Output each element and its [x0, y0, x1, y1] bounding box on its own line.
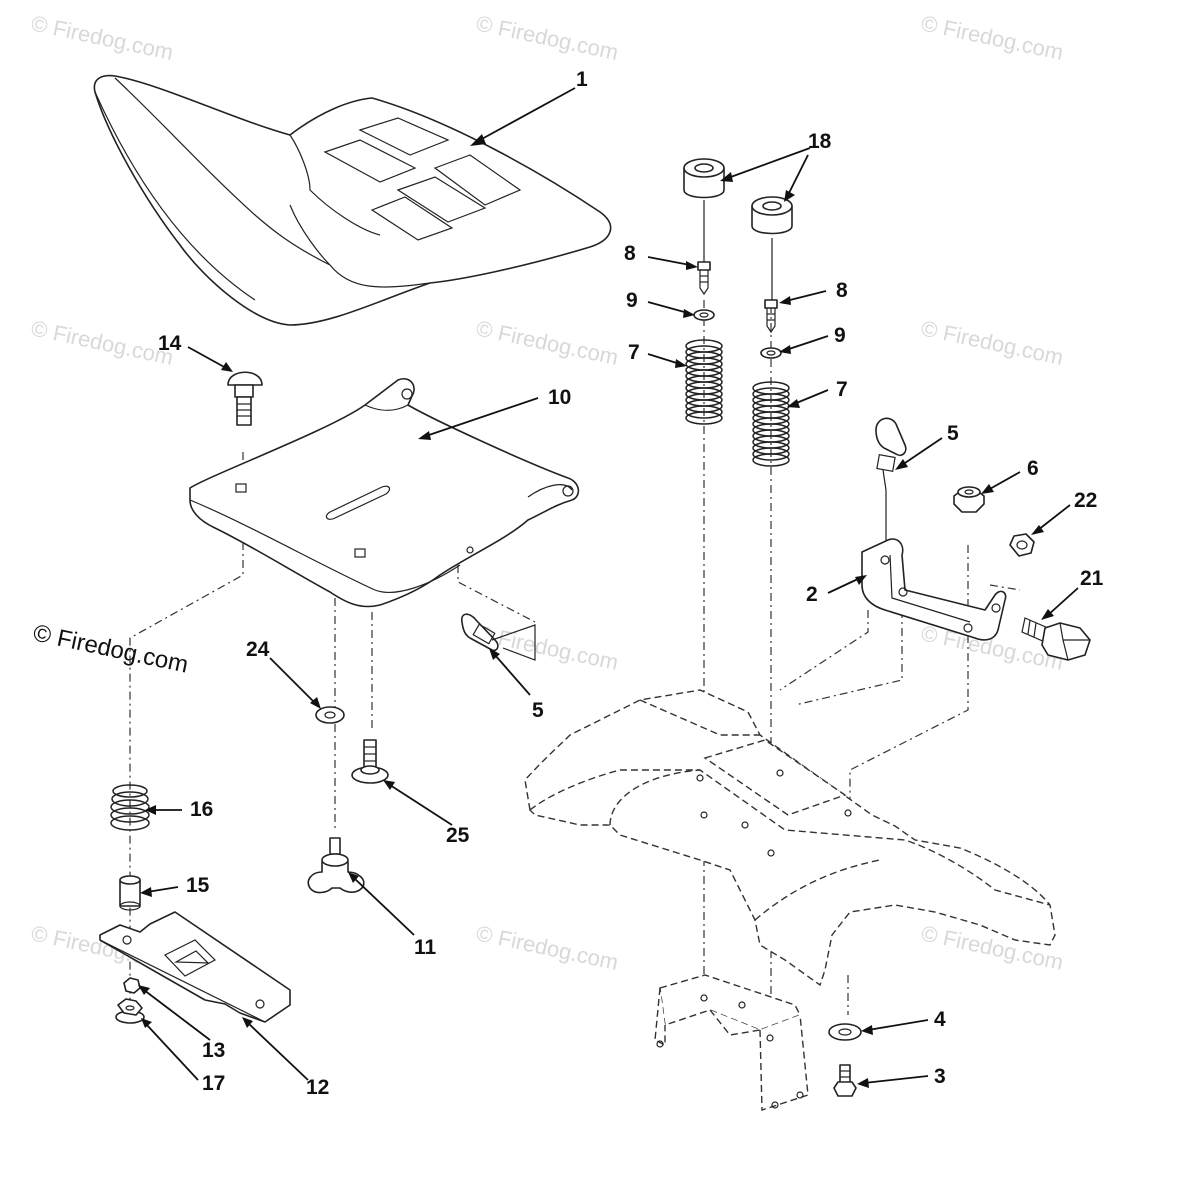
carriage-bolt-part: [227, 371, 263, 426]
callout-17: 17: [202, 1072, 225, 1095]
nut-part-17: [115, 998, 145, 1024]
callout-7: 7: [836, 378, 848, 401]
callout-5: 5: [947, 422, 959, 445]
callout-2: 2: [806, 583, 818, 606]
callout-9: 9: [626, 289, 638, 312]
fender-frame: [524, 689, 1056, 987]
flat-washer-part: [315, 706, 345, 724]
callout-10: 10: [548, 386, 571, 409]
adjustment-plate-part: [99, 911, 291, 1023]
washer-part-4: [828, 1023, 862, 1041]
clip-part-left: [460, 613, 536, 661]
watermark: © Firedog.com: [474, 315, 621, 370]
bumper-part-right: [751, 196, 793, 235]
under-frame-bracket: [654, 974, 809, 1111]
shoulder-bolt-part: [351, 739, 389, 784]
watermark-main: © Firedog.com: [31, 619, 191, 678]
callout-12: 12: [306, 1076, 329, 1099]
leader-lines: [138, 87, 1079, 1088]
watermark: © Firedog.com: [29, 10, 176, 65]
callout-4: 4: [934, 1008, 946, 1031]
callout-11: 11: [414, 936, 437, 959]
knob-part: [307, 837, 365, 894]
callout-7: 7: [628, 341, 640, 364]
watermark: © Firedog.com: [919, 315, 1066, 370]
watermark: © Firedog.com: [919, 10, 1066, 65]
seat-pan-part: [189, 378, 580, 608]
callout-18: 18: [808, 130, 832, 153]
callout-14: 14: [158, 332, 182, 355]
callout-labels: 1 18 8 8 9 9 7 7 14 10 5 6 22 2 21 24 5 …: [158, 68, 1104, 1099]
callout-9: 9: [834, 324, 846, 347]
callout-13: 13: [202, 1039, 225, 1062]
spring-part-7-left: [685, 339, 723, 425]
assembly-centerlines: [129, 300, 1021, 1035]
bracket-part: [861, 538, 1007, 641]
callout-22: 22: [1074, 489, 1097, 512]
callout-16: 16: [190, 798, 213, 821]
nut-part-13: [123, 977, 141, 994]
washer-part-right: [760, 347, 782, 359]
shoulder-bolt-21-part: [1021, 617, 1091, 661]
watermark: © Firedog.com: [474, 10, 621, 65]
screw-part-left: [697, 261, 711, 296]
bolt-part-3: [833, 1064, 857, 1097]
callout-3: 3: [934, 1065, 946, 1088]
callout-5: 5: [532, 699, 544, 722]
watermark: © Firedog.com: [29, 315, 176, 370]
spring-part-7-right: [752, 381, 790, 467]
watermark: © Firedog.com: [474, 920, 621, 975]
clip-part-right: [875, 417, 907, 545]
callout-1: 1: [576, 68, 588, 91]
lock-nut-part: [953, 486, 985, 513]
washer-part-left: [693, 309, 715, 321]
spacer-part: [119, 875, 141, 911]
callout-24: 24: [246, 638, 270, 661]
callout-8: 8: [624, 242, 636, 265]
seat-part: [93, 74, 612, 326]
callout-21: 21: [1080, 567, 1104, 590]
callout-8: 8: [836, 279, 848, 302]
callout-6: 6: [1027, 457, 1039, 480]
callout-25: 25: [446, 824, 470, 847]
screw-part-right: [764, 299, 778, 334]
spring-part-left: [110, 784, 150, 831]
bumper-part-left: [683, 158, 725, 199]
nut-part-22: [1009, 533, 1035, 557]
callout-15: 15: [186, 874, 210, 897]
